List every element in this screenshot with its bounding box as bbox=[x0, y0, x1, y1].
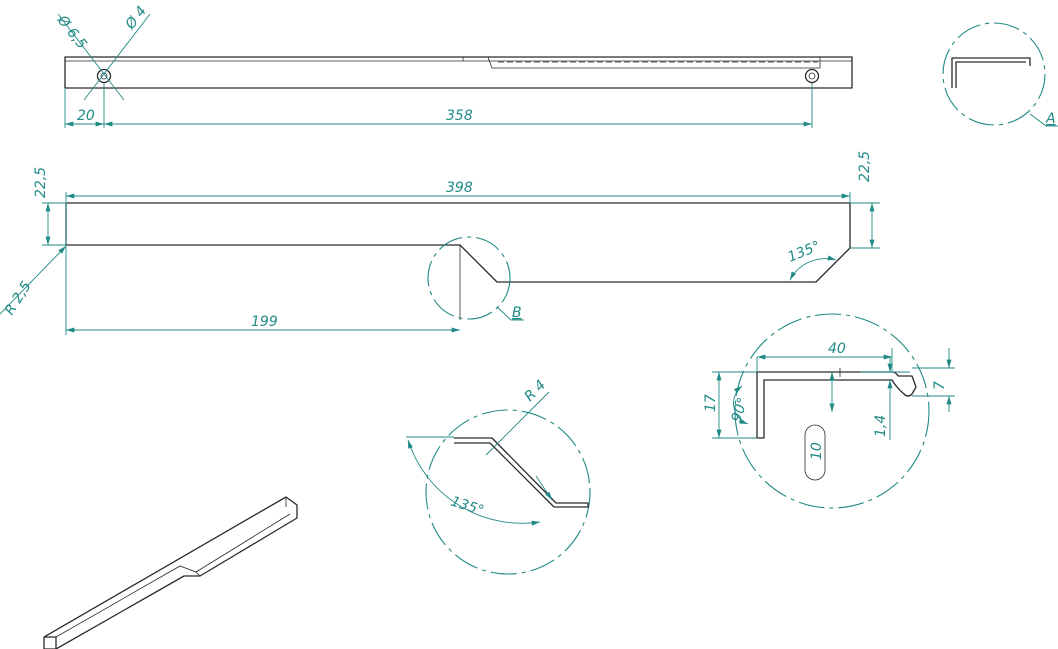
dim-offset-label: 20 bbox=[77, 108, 95, 124]
corner-radius-label: R 2,5 bbox=[2, 279, 35, 318]
section-angle-arc bbox=[733, 385, 749, 425]
detail-b-profile bbox=[454, 437, 589, 508]
isometric-notch bbox=[195, 571, 201, 577]
section-angle-label: 90° bbox=[729, 396, 752, 425]
hole-left-inner bbox=[100, 72, 108, 80]
detail-a-leader bbox=[1029, 113, 1047, 127]
dim-hole-spacing-label: 358 bbox=[446, 108, 473, 124]
section-slot bbox=[804, 424, 826, 481]
detail-b-radius-leader bbox=[485, 391, 550, 456]
front-view-outline bbox=[65, 202, 851, 283]
isometric-view bbox=[43, 496, 298, 649]
section-thickness-label: 1,4 bbox=[873, 415, 889, 437]
isometric-outline bbox=[43, 496, 298, 649]
detail-b-leader bbox=[496, 306, 512, 321]
hole-right bbox=[804, 68, 820, 84]
section-profile bbox=[756, 371, 917, 439]
detail-a-label: A bbox=[1045, 111, 1056, 127]
detail-a-profile bbox=[951, 57, 1031, 88]
front-view: 398 22,5 22,5 R 2,5 199 135° B bbox=[0, 151, 880, 335]
hole-large-label: Ø 6,5 bbox=[53, 12, 90, 52]
detail-a: A bbox=[942, 22, 1058, 127]
detail-b-circle bbox=[427, 236, 511, 320]
angle-label: 135° bbox=[786, 238, 823, 265]
dim-height-right-label: 22,5 bbox=[857, 151, 873, 182]
section-height-label: 17 bbox=[703, 394, 719, 412]
hole-left-outer bbox=[96, 68, 112, 84]
detail-a-circle bbox=[942, 22, 1046, 126]
section-depth-label: 10 bbox=[809, 442, 825, 460]
section-detail: 40 17 90° 7 1,4 10 bbox=[703, 313, 955, 509]
hole-large-leader bbox=[57, 13, 125, 101]
angle-arc bbox=[789, 255, 837, 281]
hole-right-outer bbox=[804, 68, 820, 84]
top-view: Ø 6,5 Ø 4 20 358 bbox=[53, 3, 853, 128]
section-lip-label: 7 bbox=[932, 381, 948, 390]
hole-small-label: Ø 4 bbox=[122, 3, 150, 33]
detail-b: R 4 135° bbox=[406, 377, 591, 575]
detail-b-angle-label: 135° bbox=[449, 494, 486, 520]
detail-b-label: B bbox=[512, 305, 522, 321]
top-view-outline bbox=[64, 56, 853, 89]
isometric-inner-edge bbox=[55, 513, 291, 638]
hole-left bbox=[96, 68, 112, 84]
hole-right-inner bbox=[808, 72, 816, 80]
section-width-label: 40 bbox=[828, 341, 846, 357]
corner-radius-leader bbox=[0, 245, 67, 315]
dim-length-label: 398 bbox=[446, 180, 473, 196]
dim-half-length-label: 199 bbox=[251, 314, 278, 330]
top-view-groove bbox=[487, 56, 821, 69]
isometric-end-face bbox=[43, 636, 57, 649]
detail-b-view-circle bbox=[425, 409, 591, 575]
detail-b-angle-arc bbox=[407, 439, 541, 526]
dim-height-left-label: 22,5 bbox=[33, 167, 49, 198]
detail-b-radius-label: R 4 bbox=[522, 377, 550, 405]
hole-small-leader bbox=[83, 13, 151, 101]
